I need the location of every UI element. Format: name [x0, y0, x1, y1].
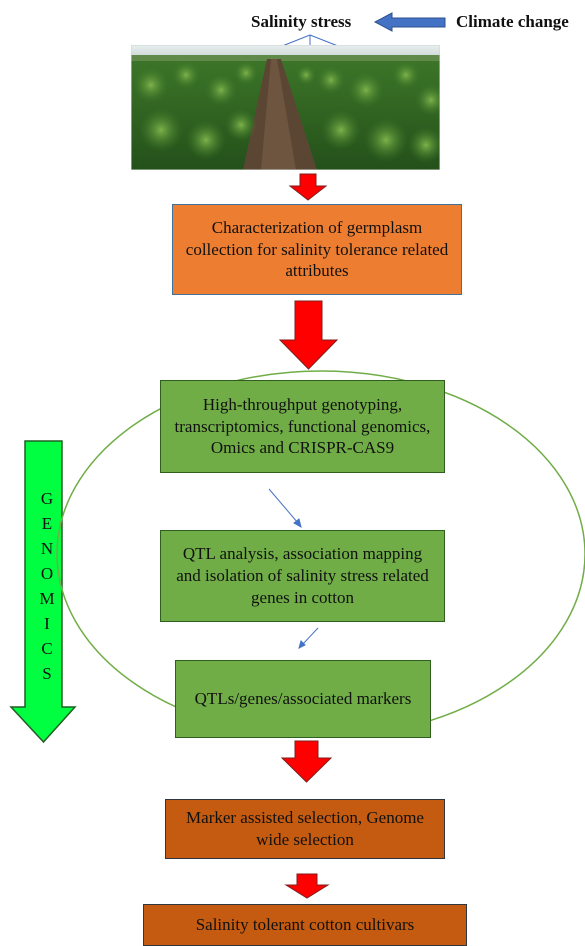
climate-change-label: Climate change: [456, 12, 569, 31]
markers-text: QTLs/genes/associated markers: [194, 689, 412, 709]
qtl-analysis-text: QTL analysis, association mapping and is…: [176, 544, 429, 607]
qtl-analysis-box: QTL analysis, association mapping and is…: [160, 530, 445, 622]
down-arrow-icon: [284, 873, 330, 899]
genomics-label: G E N O M I C S: [36, 486, 58, 686]
salinity-stress-label: Salinity stress: [251, 12, 352, 31]
cultivars-text: Salinity tolerant cotton cultivars: [195, 915, 415, 935]
selection-box: Marker assisted selection, Genome wide s…: [165, 799, 445, 859]
genomics-letter: E: [41, 514, 53, 533]
selection-text: Marker assisted selection, Genome wide s…: [186, 808, 424, 849]
genomics-letter: I: [44, 614, 50, 633]
cultivars-box: Salinity tolerant cotton cultivars: [143, 904, 467, 946]
characterization-text: Characterization of germplasm collection…: [185, 217, 449, 281]
characterization-box: Characterization of germplasm collection…: [172, 204, 462, 295]
left-arrow-icon: [373, 12, 446, 32]
genomics-arrow-icon: [9, 440, 77, 744]
genomics-letter: M: [39, 589, 55, 608]
down-arrow-icon: [280, 740, 333, 783]
genotyping-box: High-throughput genotyping, transcriptom…: [160, 380, 445, 473]
genomics-letter: S: [42, 664, 52, 683]
down-arrow-icon: [288, 173, 328, 201]
field-photo: [131, 45, 440, 170]
genomics-letter: C: [41, 639, 53, 658]
genomics-letter: G: [40, 489, 54, 508]
genotyping-text: High-throughput genotyping, transcriptom…: [174, 394, 431, 458]
genomics-letter: O: [40, 564, 54, 583]
down-arrow-icon: [278, 300, 339, 370]
genomics-letter: N: [40, 539, 54, 558]
connector-arrows: [268, 488, 319, 649]
markers-box: QTLs/genes/associated markers: [175, 660, 431, 738]
